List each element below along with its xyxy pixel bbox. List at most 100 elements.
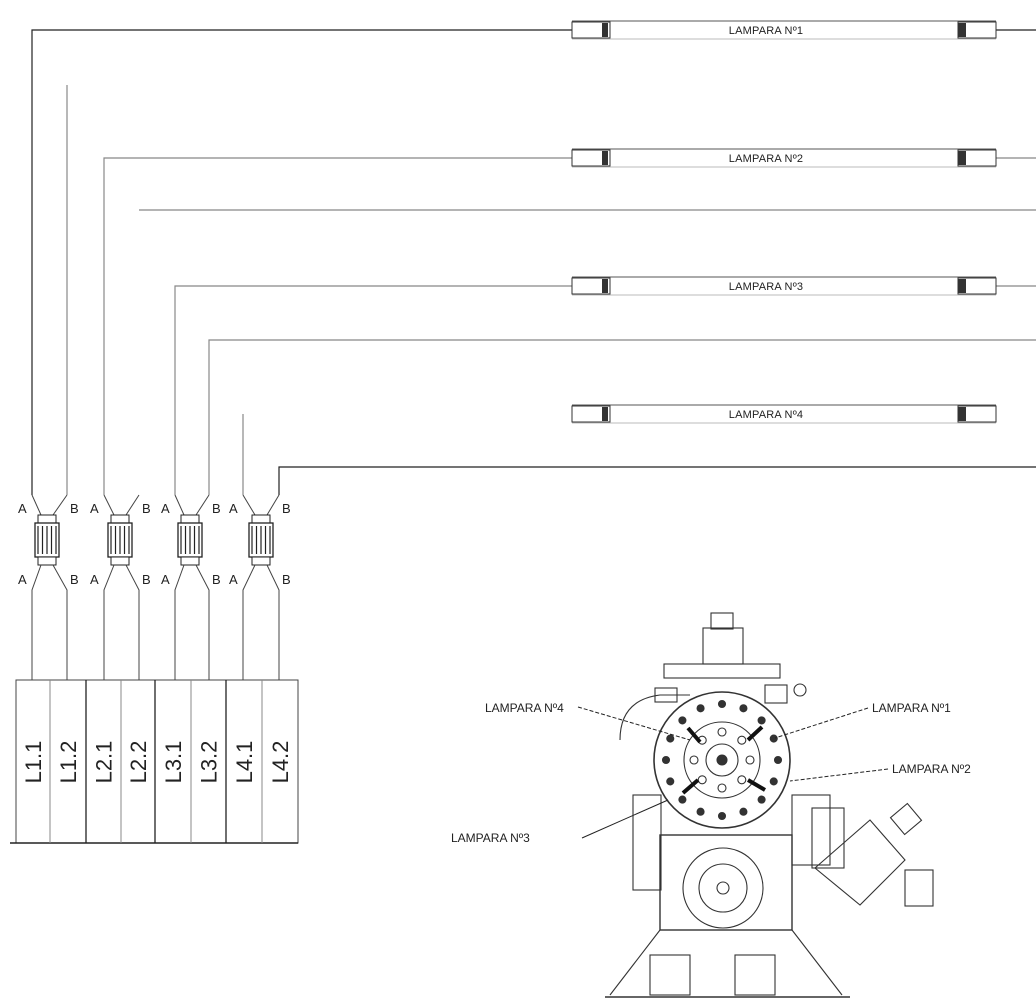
- callouts: [577, 706, 889, 839]
- connector-collar-top: [37, 514, 57, 524]
- wire-lamp4-b: [278, 466, 1036, 495]
- bolt: [739, 704, 748, 713]
- inner-bolt: [689, 755, 699, 765]
- housing-right-box: [811, 807, 845, 869]
- wire-lamp1-a: [31, 29, 572, 495]
- bolt: [769, 734, 778, 743]
- lamp-1: LAMPARA Nº1: [571, 20, 997, 40]
- connector-letter-a-top: A: [229, 501, 238, 516]
- housing-top-plate: [663, 663, 781, 679]
- lamp-housing-drawing: [605, 612, 934, 998]
- inner-bolt: [717, 783, 727, 793]
- housing-inner-ring: [683, 721, 761, 799]
- bolt: [661, 755, 671, 765]
- connector-collar-bottom: [180, 556, 200, 566]
- lamp-label: LAMPARA Nº2: [729, 153, 803, 165]
- connector-collar-bottom: [110, 556, 130, 566]
- connector-lead-b-bottom: [52, 564, 68, 680]
- connector-letter-a-bottom: A: [90, 572, 99, 587]
- lamp-3: LAMPARA Nº3: [571, 276, 997, 296]
- connector-collar-bottom: [37, 556, 57, 566]
- housing-base-block-left: [649, 954, 691, 996]
- bolt: [769, 777, 778, 786]
- lamp-label: LAMPARA Nº4: [729, 409, 803, 421]
- connector-lead-a-top: [242, 494, 256, 516]
- connector-letter-a-top: A: [18, 501, 27, 516]
- connector-collar-top: [180, 514, 200, 524]
- callout-line-lamp3: [581, 799, 669, 839]
- terminal-label: L4.1: [232, 741, 257, 784]
- housing-base-block-right: [734, 954, 776, 996]
- housing-port-ring: [682, 847, 764, 929]
- housing-right-flange: [791, 794, 831, 866]
- connector-letter-b-bottom: B: [212, 572, 221, 587]
- connector-lead-a-bottom: [174, 564, 185, 680]
- connector-letter-a-top: A: [161, 501, 170, 516]
- connector-letter-b-bottom: B: [70, 572, 79, 587]
- lamp-right-pin: [958, 151, 966, 165]
- connector-lead-a-top: [103, 494, 115, 516]
- terminal-label: L2.1: [92, 741, 117, 784]
- bolt: [666, 777, 675, 786]
- lamp-left-pin: [602, 279, 608, 293]
- connector-collar-top: [110, 514, 130, 524]
- lamp-left-pin: [602, 23, 608, 37]
- connector-lead-b-bottom: [195, 564, 210, 680]
- connector-lead-b-bottom: [125, 564, 140, 680]
- terminal-label: L4.2: [268, 741, 293, 784]
- housing-port-inner: [698, 863, 748, 913]
- inner-bolt: [717, 727, 727, 737]
- housing-right-fitting: [764, 684, 788, 704]
- connector-lead-a-bottom: [242, 564, 256, 680]
- lamp-right-pin: [958, 407, 966, 421]
- housing-left-flange: [632, 794, 662, 891]
- wire-lamp2-a: [103, 157, 572, 495]
- terminal-label: L3.1: [161, 741, 186, 784]
- lamp-right-pin: [958, 279, 966, 293]
- wire-lamp3-b: [208, 339, 1036, 495]
- bolt: [696, 704, 705, 713]
- bolt: [757, 716, 766, 725]
- connector-letter-a-bottom: A: [229, 572, 238, 587]
- connector-4: A B A B: [229, 494, 291, 680]
- lamp-marker: [746, 725, 764, 742]
- connector-letter-b-top: B: [212, 501, 221, 516]
- connector-letter-a-top: A: [90, 501, 99, 516]
- housing-hub: [705, 743, 739, 777]
- connector-letter-b-bottom: B: [282, 572, 291, 587]
- lamp-4: LAMPARA Nº4: [571, 404, 997, 424]
- bolt: [678, 795, 687, 804]
- connector-letter-b-top: B: [142, 501, 151, 516]
- housing-top-cap: [710, 612, 734, 630]
- connector-lead-a-bottom: [31, 564, 42, 680]
- housing-left-leg: [609, 929, 661, 996]
- housing-top-nozzle: [702, 627, 744, 665]
- connector-collar-top: [251, 514, 271, 524]
- terminal-label: L1.1: [21, 741, 46, 784]
- connector-letter-b-top: B: [282, 501, 291, 516]
- lamp-marker: [681, 778, 700, 795]
- wire-lamp3-a: [174, 285, 572, 495]
- bolt: [757, 795, 766, 804]
- connector-lead-a-bottom: [103, 564, 115, 680]
- bolt: [666, 734, 675, 743]
- housing-hub-center: [716, 754, 728, 766]
- housing-pipe-cap: [889, 802, 923, 836]
- connector-collar-bottom: [251, 556, 271, 566]
- callout-line-lamp1: [774, 707, 869, 739]
- connector-lead-b-top: [195, 494, 210, 516]
- bolt: [696, 807, 705, 816]
- callout-line-lamp4: [577, 706, 691, 741]
- callout-lamp1: LAMPARA Nº1: [872, 701, 951, 715]
- lamp-left-cap: [571, 149, 611, 167]
- connector-lead-b-top: [52, 494, 68, 516]
- wire-group: [31, 29, 1036, 495]
- bolt: [678, 716, 687, 725]
- lamp-right-pin: [958, 23, 966, 37]
- terminal-label: L2.2: [126, 741, 151, 784]
